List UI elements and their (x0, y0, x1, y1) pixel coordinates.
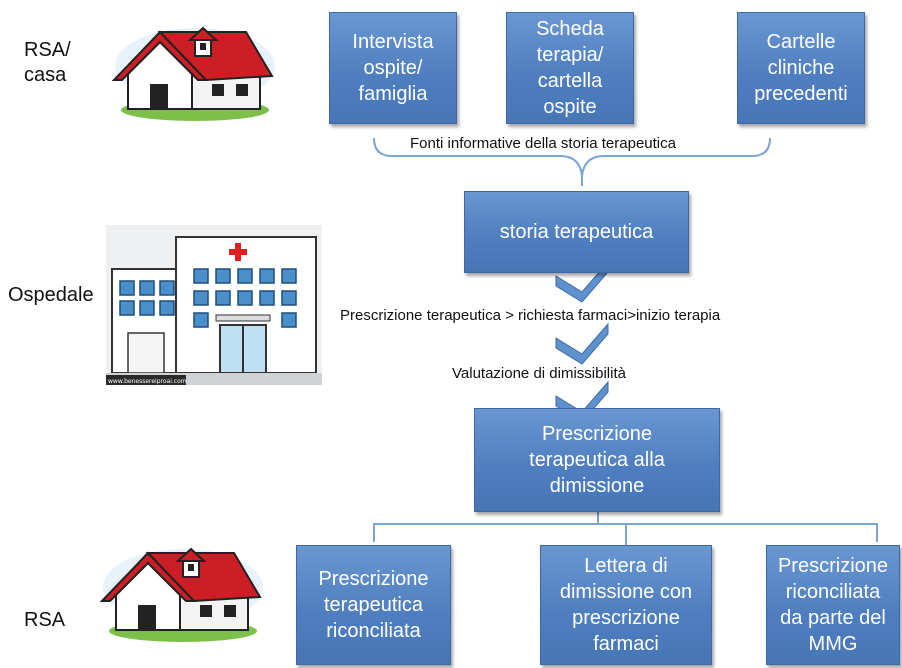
step-prescription-text: Prescrizione terapeutica > richiesta far… (340, 307, 721, 324)
source-box-therapy-sheet: Scheda terapia/ cartella ospite (506, 12, 634, 124)
location-label-home-bottom: RSA (24, 609, 66, 631)
hospital-icon: www.benessereiproai.com (106, 225, 322, 385)
source-box-previous-records: Cartelle cliniche precedenti (737, 12, 865, 124)
source-box-interview: Intervista ospite/ famiglia (329, 12, 457, 124)
location-label-home-top: RSA/ casa (24, 39, 71, 86)
watermark-text: www.benessereiproai.com (108, 378, 187, 385)
house-icon (99, 547, 263, 642)
history-box: storia terapeutica (464, 191, 689, 273)
sources-caption: Fonti informative della storia terapeuti… (410, 135, 676, 152)
discharge-prescription-box: Prescrizione terapeutica alla dimissione (474, 408, 720, 512)
step-evaluation-text: Valutazione di dimissibilità (452, 365, 626, 382)
house-icon (111, 26, 275, 121)
output-box-discharge-letter: Lettera di dimissione con prescrizione f… (540, 545, 712, 665)
chevron-down-icon (555, 322, 609, 365)
output-box-reconciled: Prescrizione terapeutica riconciliata (296, 545, 451, 665)
output-box-gp-reconciled: Prescrizione riconciliata da parte del M… (766, 545, 900, 665)
location-label-hospital: Ospedale (8, 284, 94, 306)
